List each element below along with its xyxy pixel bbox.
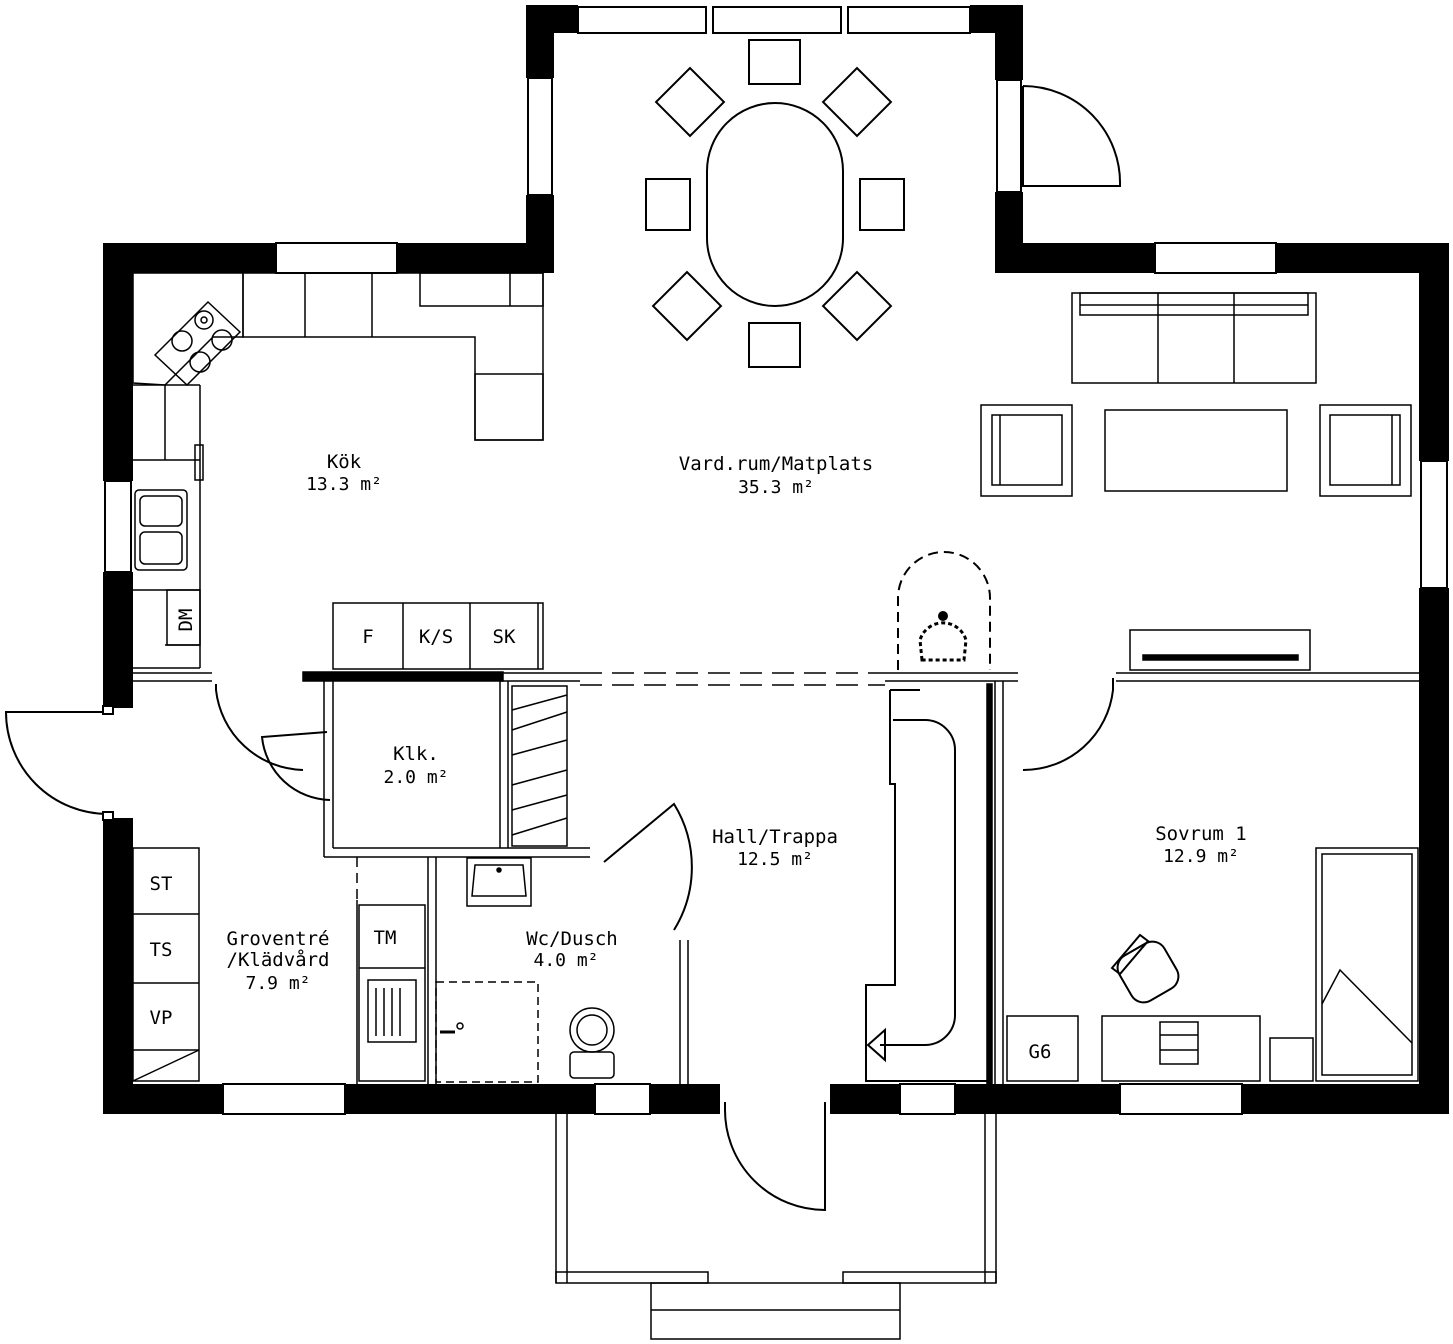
- water-heater-label: VP: [150, 1007, 173, 1029]
- coffee-table: [1104, 409, 1288, 492]
- room-sovrum-name: Sovrum 1: [1155, 823, 1247, 845]
- room-groventre-name2: /Klädvård: [227, 948, 330, 971]
- room-sovrum-area: 12.9 m²: [1163, 846, 1239, 867]
- porch: [555, 1114, 997, 1340]
- staircase: [865, 689, 990, 1082]
- room-hall-area: 12.5 m²: [737, 849, 813, 870]
- bed: [1315, 847, 1419, 1082]
- tv-bench: [1129, 629, 1311, 671]
- room-klk-area: 2.0 m²: [383, 767, 448, 788]
- room-kok-name: Kök: [327, 451, 362, 473]
- laundry-cabinets: [132, 847, 426, 1082]
- fireplace-icon: [897, 551, 991, 670]
- room-vardrum-area: 35.3 m²: [738, 477, 814, 498]
- room-wc-area: 4.0 m²: [533, 950, 598, 971]
- washer-label: TM: [374, 927, 397, 949]
- dining-chairs: [645, 39, 905, 368]
- fridge-label: F: [362, 626, 373, 648]
- desk: [1101, 1015, 1314, 1082]
- wardrobe-label: G6: [1029, 1041, 1052, 1063]
- room-klk-name: Klk.: [393, 743, 439, 765]
- room-wc-name: Wc/Dusch: [526, 928, 618, 950]
- armchairs: [980, 404, 1412, 497]
- wardrobe: [1006, 1015, 1079, 1082]
- exterior-walls: [103, 5, 1449, 1114]
- appliance-row: [332, 602, 544, 670]
- room-groventre-area: 7.9 m²: [245, 973, 310, 994]
- cabinet-label: SK: [493, 626, 516, 648]
- dishwasher-label: DM: [175, 609, 197, 632]
- drying-cabinet-label: ST: [150, 873, 173, 895]
- kitchen-counters: [132, 272, 544, 669]
- room-groventre-name: Groventré: [227, 928, 330, 950]
- room-hall-name: Hall/Trappa: [712, 826, 838, 848]
- closet-rack: [511, 685, 568, 847]
- wc-fixtures: [435, 857, 615, 1083]
- sofa: [1071, 292, 1317, 384]
- windows: [104, 6, 1448, 1115]
- room-vardrum-name: Vard.rum/Matplats: [679, 453, 873, 475]
- room-kok-area: 13.3 m²: [306, 474, 382, 495]
- interior-walls: [133, 671, 1419, 1085]
- doors: [4, 85, 1122, 1212]
- dryer-label: TS: [150, 939, 173, 961]
- stove-icon: [153, 300, 242, 387]
- desk-chair: [1110, 933, 1180, 1004]
- fridge-freezer-label: K/S: [419, 626, 453, 648]
- dining-table: [706, 102, 844, 307]
